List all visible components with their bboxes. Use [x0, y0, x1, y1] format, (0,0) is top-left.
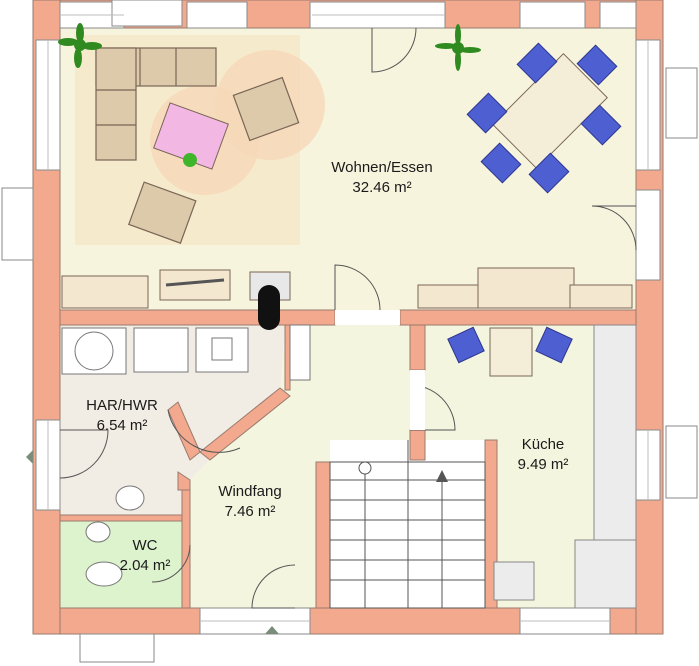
room-name: HAR/HWR	[86, 397, 158, 414]
armchairs	[127, 76, 300, 244]
room-name: Küche	[521, 436, 565, 453]
kitchen-counter	[493, 324, 637, 609]
coffee-table	[153, 102, 229, 170]
table-plant-icon	[183, 153, 197, 167]
room-name: Wohnen/Essen	[331, 159, 433, 176]
entrance-marker-icon	[265, 626, 279, 634]
sofa	[95, 47, 217, 161]
room-label-windfang: Windfang 7.46 m²	[200, 482, 300, 522]
kitchen-chairs	[447, 326, 573, 364]
door-opening-wohnen	[335, 310, 400, 325]
room-label-wc: WC 2.04 m²	[110, 536, 180, 576]
stair-arrow-icon	[436, 470, 448, 482]
room-name: WC	[132, 537, 158, 554]
room-area: 7.46 m²	[224, 503, 276, 520]
door-opening-kueche	[410, 370, 425, 430]
side-entrance-marker-icon	[26, 450, 33, 464]
room-area: 6.54 m²	[96, 417, 148, 434]
tv-line	[165, 278, 225, 287]
dining-chairs	[466, 42, 622, 194]
room-floor-windfang	[190, 325, 410, 608]
room-name: Windfang	[218, 483, 282, 500]
staircase	[329, 440, 486, 609]
utility-fixtures	[61, 324, 311, 511]
room-floor-wc	[60, 520, 182, 608]
stove-icon	[258, 285, 280, 330]
room-area: 2.04 m²	[119, 557, 171, 574]
room-label-wohnen: Wohnen/Essen 32.46 m²	[312, 158, 452, 198]
dining-table	[492, 53, 608, 169]
wc-fixtures	[85, 521, 123, 587]
room-label-kueche: Küche 9.49 m²	[498, 435, 588, 475]
kitchen-table	[489, 327, 533, 377]
room-area: 32.46 m²	[352, 179, 412, 196]
room-area: 9.49 m²	[517, 456, 569, 473]
window-mullions	[47, 14, 649, 622]
plant-icon	[58, 23, 481, 71]
room-label-har: HAR/HWR 6.54 m²	[72, 396, 172, 436]
